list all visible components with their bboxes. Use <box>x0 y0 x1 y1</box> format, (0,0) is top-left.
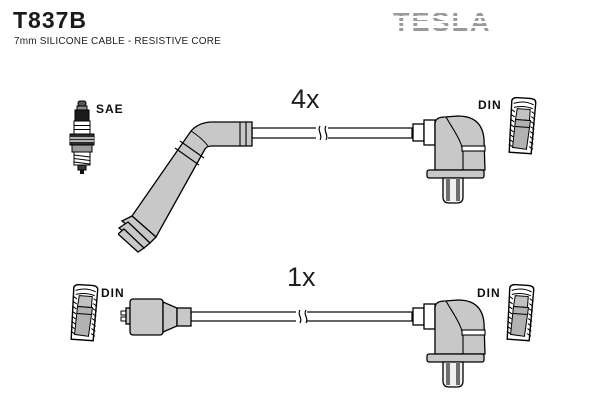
din-end-label-top-right: DIN <box>478 98 502 112</box>
din-end-label-bottom-left: DIN <box>101 286 125 300</box>
brand-logo-text: TESLA <box>393 7 492 37</box>
quantity-label-item1: 4x <box>291 84 320 114</box>
cable-item2 <box>190 309 413 324</box>
distributor-plug-icon <box>412 115 486 204</box>
part-number: T837B <box>13 7 88 33</box>
cable-assembly-item2 <box>120 298 486 388</box>
din-connector-icon <box>69 283 100 342</box>
distributor-plug-icon <box>412 299 486 388</box>
sae-end-label: SAE <box>96 102 124 116</box>
din-end-label-bottom-right: DIN <box>477 286 501 300</box>
spark-plug-icon <box>69 100 95 174</box>
cable-item1 <box>251 125 413 141</box>
spark-plug-boot-icon <box>118 121 253 253</box>
din-connector-icon <box>507 96 538 155</box>
straight-plug-icon <box>120 298 192 336</box>
cable-assembly-item1 <box>118 115 486 253</box>
quantity-label-item2: 1x <box>287 262 316 292</box>
product-subtitle: 7mm SILICONE CABLE - RESISTIVE CORE <box>14 36 222 47</box>
din-connector-icon <box>505 283 536 342</box>
brand-logo: TESLA <box>391 7 494 37</box>
